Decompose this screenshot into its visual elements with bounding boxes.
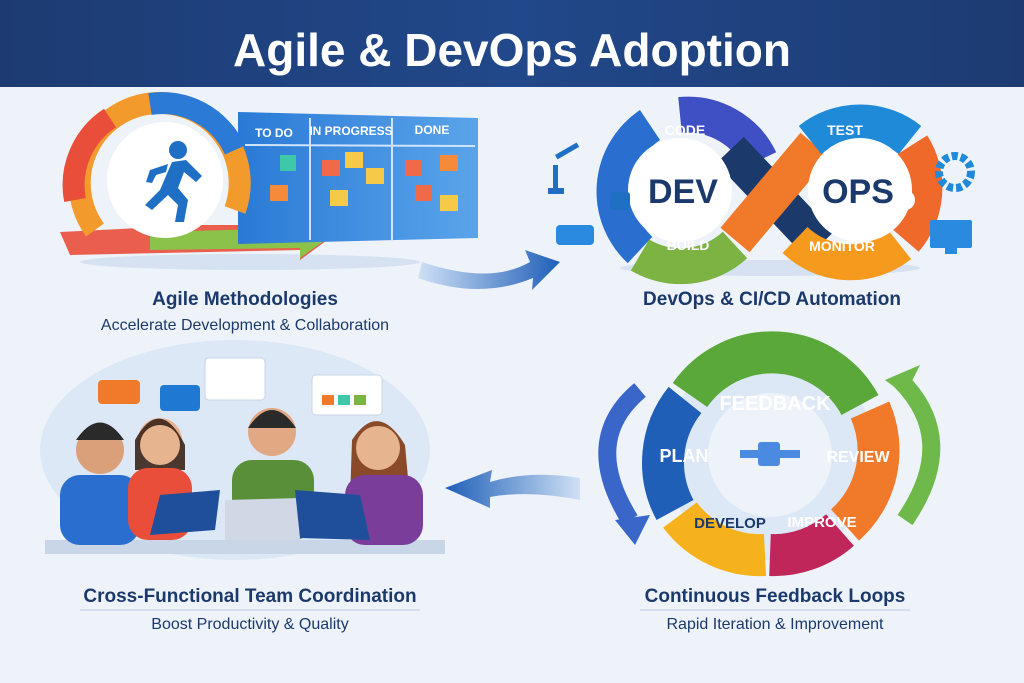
link-icon <box>740 442 800 466</box>
stage-feedback: FEEDBACK <box>719 393 831 415</box>
team-illustration <box>40 340 445 560</box>
board-column-todo: TO DO <box>255 126 293 140</box>
stage-review: REVIEW <box>826 449 890 466</box>
header-banner <box>0 0 1024 87</box>
feedback-subtitle: Rapid Iteration & Improvement <box>667 616 885 633</box>
agile-title: Agile Methodologies <box>152 289 338 310</box>
cycle-arrow <box>62 91 251 237</box>
stage-improve: IMPROVE <box>787 514 856 531</box>
feedback-title: Continuous Feedback Loops <box>645 586 906 607</box>
robot-arm-icon <box>548 142 580 194</box>
flow-arrow-left <box>445 470 580 508</box>
settings-icon <box>895 190 915 210</box>
dev-label: DEV <box>648 173 718 211</box>
stage-monitor: MONITOR <box>809 238 875 254</box>
ops-label: OPS <box>822 173 894 211</box>
person-1 <box>60 422 140 545</box>
stage-build: BUILD <box>667 237 710 253</box>
monitor-icon <box>930 220 972 254</box>
page-title: Agile & DevOps Adoption <box>233 24 791 76</box>
flow-arrow-right <box>418 250 560 290</box>
stage-develop: DEVELOP <box>694 515 766 532</box>
laptop-icons <box>150 490 370 540</box>
running-person-icon <box>145 141 202 222</box>
board-column-done: DONE <box>415 123 450 137</box>
devops-infinity-loop: DEV OPS CODE BUILD TEST MONITOR <box>548 96 975 285</box>
calendar-icon <box>610 192 630 210</box>
agile-subtitle: Accelerate Development & Collaboration <box>101 317 389 334</box>
agile-illustration: TO DO IN PROGRESS DONE <box>60 91 478 270</box>
server-icon <box>556 225 594 245</box>
stage-code: CODE <box>665 122 705 138</box>
stage-test: TEST <box>827 122 863 138</box>
sticky-notes <box>270 152 458 211</box>
stage-plan: PLAN <box>660 446 709 466</box>
feedback-cycle: FEEDBACK PLAN REVIEW DEVELOP IMPROVE <box>598 331 941 577</box>
kanban-board: TO DO IN PROGRESS DONE <box>238 112 478 244</box>
gear-icon <box>935 152 975 192</box>
chat-bubble-icons <box>98 357 383 416</box>
team-subtitle: Boost Productivity & Quality <box>151 616 348 633</box>
team-title: Cross-Functional Team Coordination <box>83 586 416 607</box>
devops-title: DevOps & CI/CD Automation <box>643 289 901 310</box>
board-column-in-progress: IN PROGRESS <box>309 124 392 138</box>
